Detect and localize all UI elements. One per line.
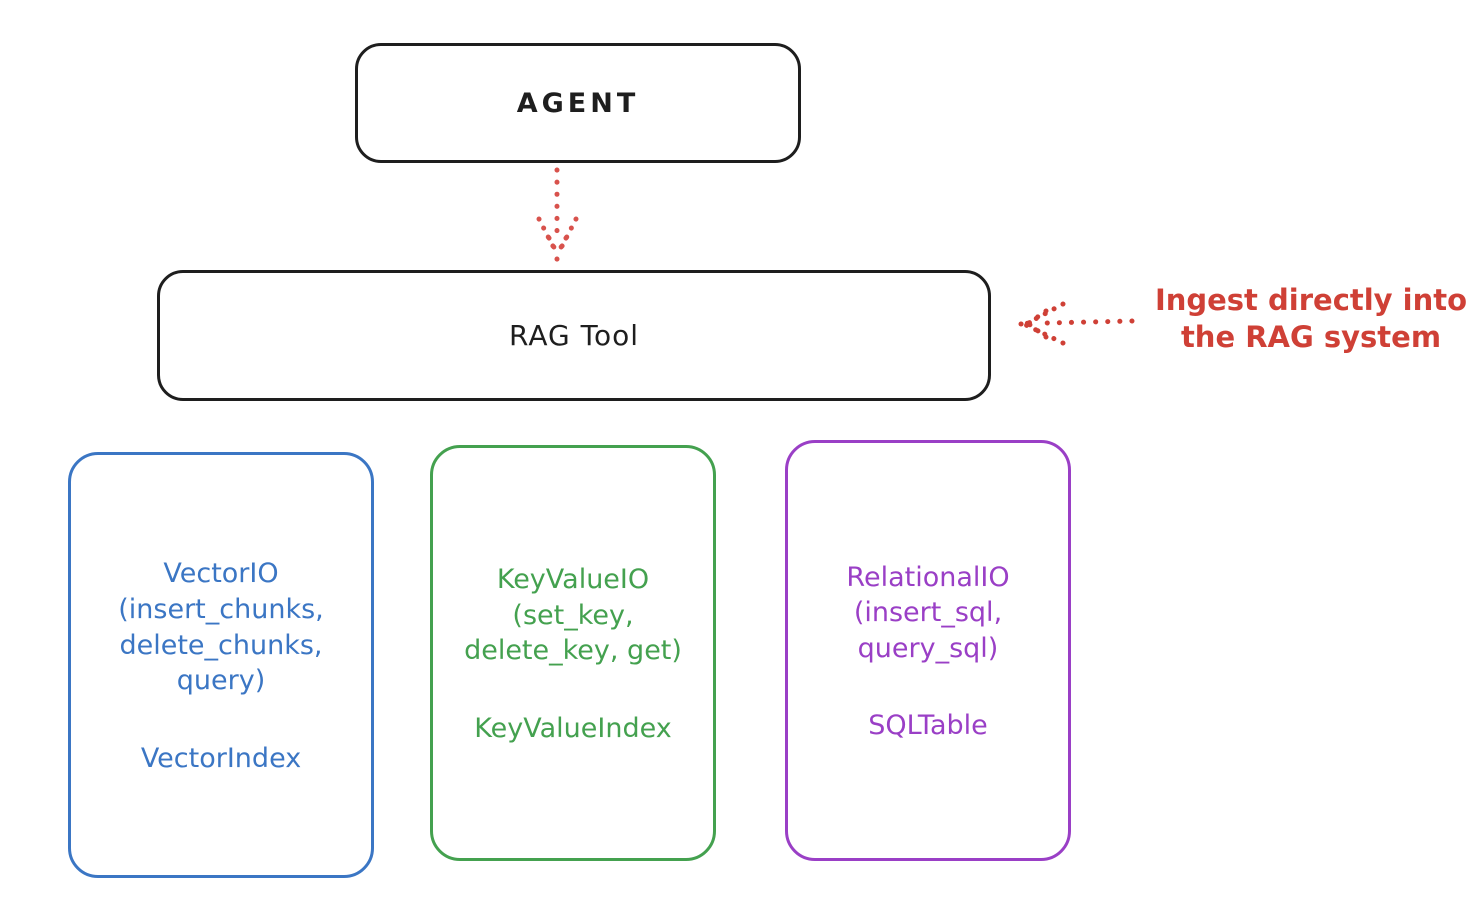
agent-node: AGENT [355,43,801,163]
keyvalue-io-box: KeyValueIO (set_key, delete_key, get) Ke… [430,445,716,861]
agent-label: AGENT [516,87,640,119]
annotation: Ingest directly into the RAG system [1138,282,1484,356]
vector-io-box: VectorIO (insert_chunks, delete_chunks, … [68,452,374,878]
relational-io-box: RelationalIO (insert_sql, query_sql) SQL… [785,440,1071,861]
rag-tool-label: RAG Tool [509,319,639,352]
vector-io-title: VectorIO (insert_chunks, delete_chunks, … [118,558,324,697]
relational-io-title: RelationalIO (insert_sql, query_sql) [846,561,1010,664]
annotation-text: Ingest directly into the RAG system [1154,283,1468,355]
rag-tool-node: RAG Tool [157,270,991,401]
sql-table-label: SQLTable [868,710,988,742]
keyvalue-index-label: KeyValueIndex [474,712,672,744]
vector-index-label: VectorIndex [140,742,302,774]
keyvalue-io-title: KeyValueIO (set_key, delete_key, get) [464,564,682,667]
arrow-annotation-to-rag-icon [1018,301,1135,346]
arrow-agent-to-rag-icon [536,167,579,262]
